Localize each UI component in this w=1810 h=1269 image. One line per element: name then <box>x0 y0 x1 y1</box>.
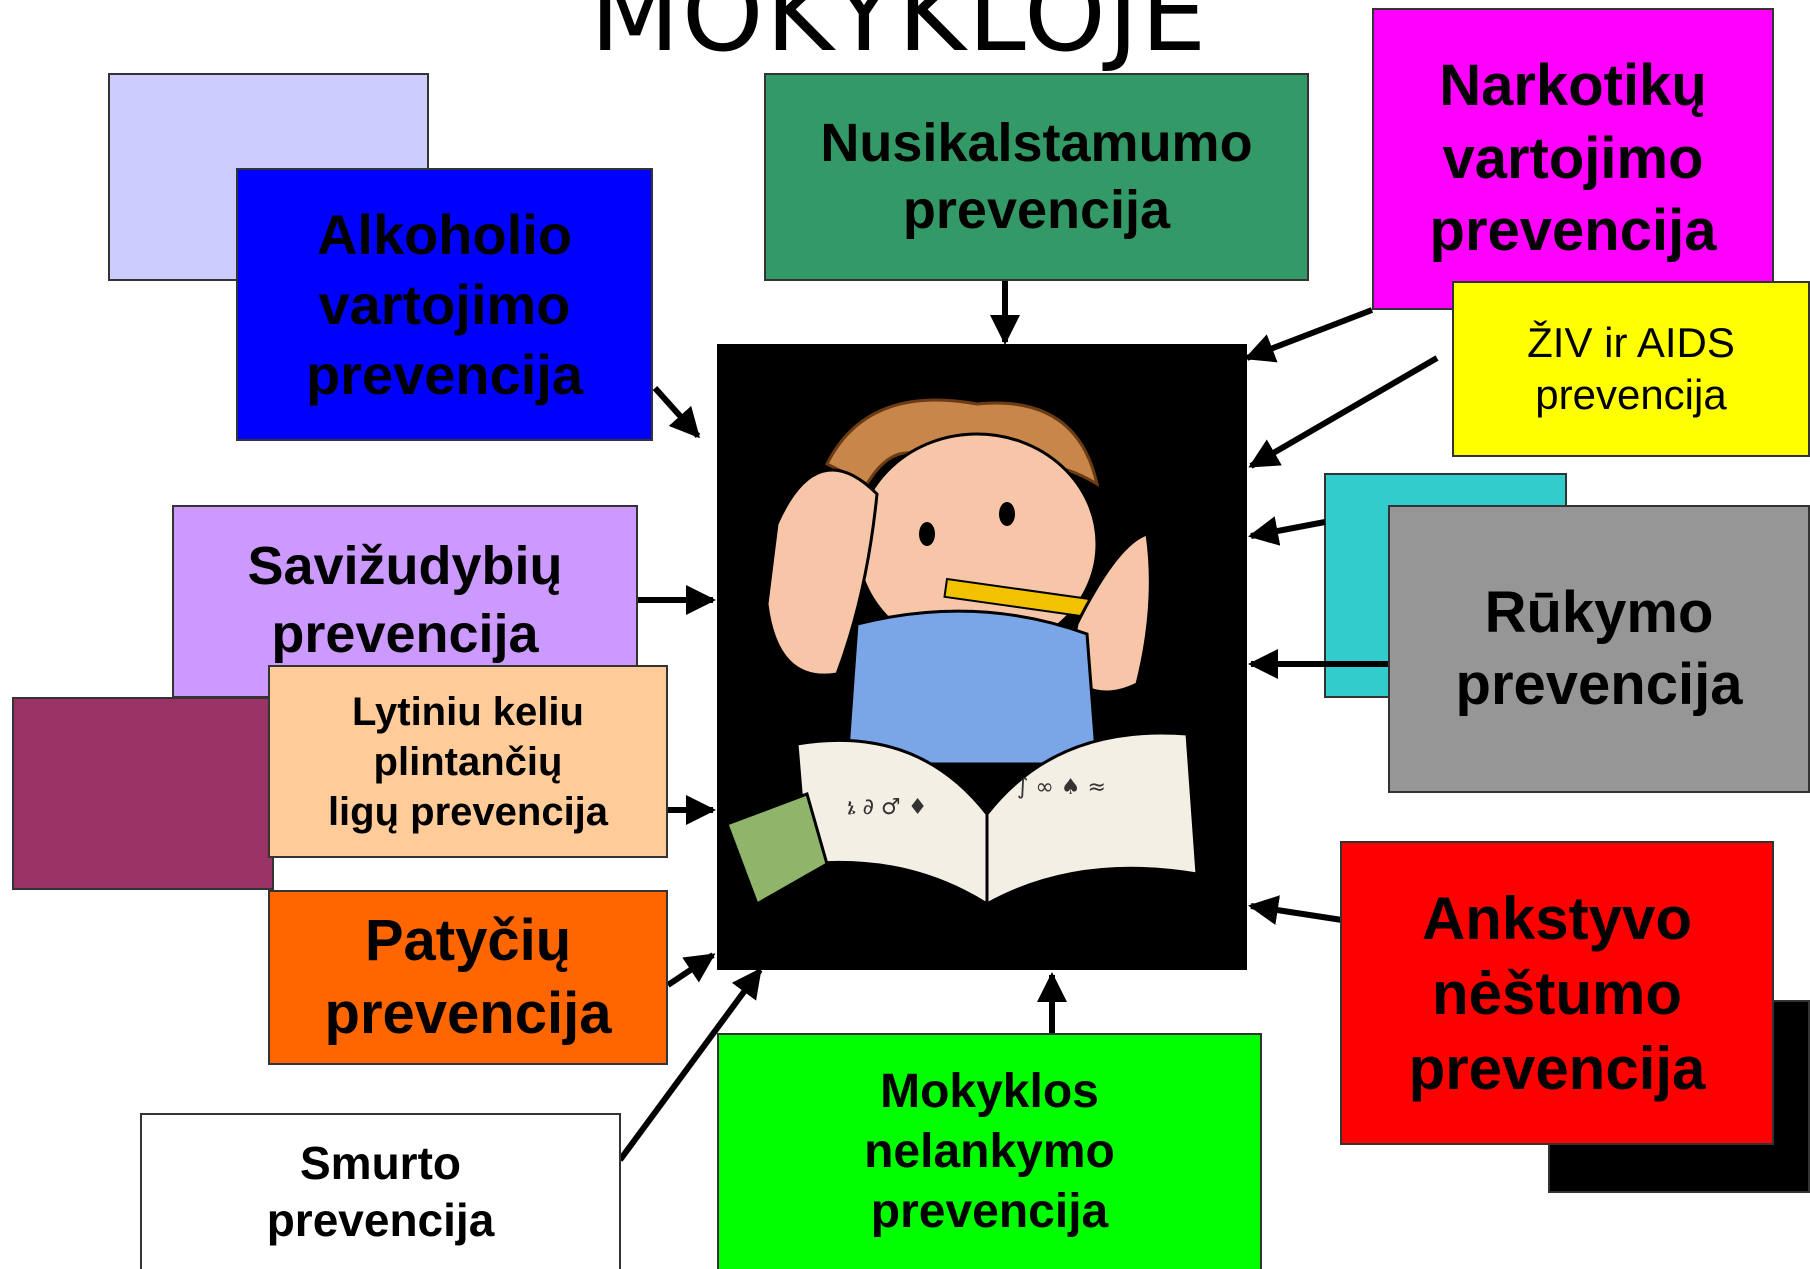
arrow-patycios <box>666 952 716 988</box>
arrow-alkoholis <box>652 385 701 439</box>
label-mokyklos: Mokyklos nelankymo prevencija <box>864 1065 1115 1238</box>
arrow-smurtas <box>617 967 763 1162</box>
arrow-rukymas-top <box>1248 516 1326 546</box>
decor-plum-box <box>12 697 274 890</box>
label-narkotikai: Narkotikų vartojimo prevencija <box>1429 53 1717 264</box>
box-rukymas: Rūkymo prevencija <box>1388 505 1810 793</box>
svg-text:∫ ∞ ♠ ≈: ∫ ∞ ♠ ≈ <box>1017 775 1106 800</box>
label-smurtas: Smurto prevencija <box>266 1136 495 1247</box>
box-smurtas: Smurto prevencija <box>140 1113 621 1269</box>
student-illustration: ኔ ∂ ♂ ♦ ∫ ∞ ♠ ≈ <box>717 344 1247 970</box>
label-patycios: Patyčių prevencija <box>324 908 612 1046</box>
box-patycios: Patyčių prevencija <box>268 890 668 1065</box>
arrow-narkotikai <box>1244 307 1374 363</box>
label-nusikalstamumas: Nusikalstamumo prevencija <box>820 112 1253 241</box>
box-mokyklos: Mokyklos nelankymo prevencija <box>717 1033 1262 1269</box>
label-lytines: Lytiniu keliu plintančių ligų prevencija <box>327 689 609 834</box>
label-savizudybes: Savižudybių prevencija <box>247 536 563 664</box>
svg-text:ኔ ∂ ♂ ♦: ኔ ∂ ♂ ♦ <box>847 795 928 820</box>
label-ziv: ŽIV ir AIDS prevencija <box>1527 318 1735 419</box>
label-alkoholis: Alkoholio vartojimo prevencija <box>305 202 584 406</box>
box-narkotikai: Narkotikų vartojimo prevencija <box>1372 8 1774 310</box>
page-title: MOKYKLOJE <box>590 0 1209 75</box>
box-lytines: Lytiniu keliu plintančių ligų prevencija <box>268 665 668 858</box>
box-nusikalstamumas: Nusikalstamumo prevencija <box>764 73 1309 281</box>
arrow-ziv <box>1248 355 1439 469</box>
box-ziv: ŽIV ir AIDS prevencija <box>1452 281 1810 457</box>
box-alkoholis: Alkoholio vartojimo prevencija <box>236 168 653 441</box>
student-drawing: ኔ ∂ ♂ ♦ ∫ ∞ ♠ ≈ <box>717 344 1247 970</box>
box-nestumas: Ankstyvo nėštumo prevencija <box>1340 841 1774 1145</box>
label-nestumas: Ankstyvo nėštumo prevencija <box>1408 884 1706 1102</box>
arrow-nestumas <box>1248 895 1343 925</box>
label-rukymas: Rūkymo prevencija <box>1455 579 1743 718</box>
